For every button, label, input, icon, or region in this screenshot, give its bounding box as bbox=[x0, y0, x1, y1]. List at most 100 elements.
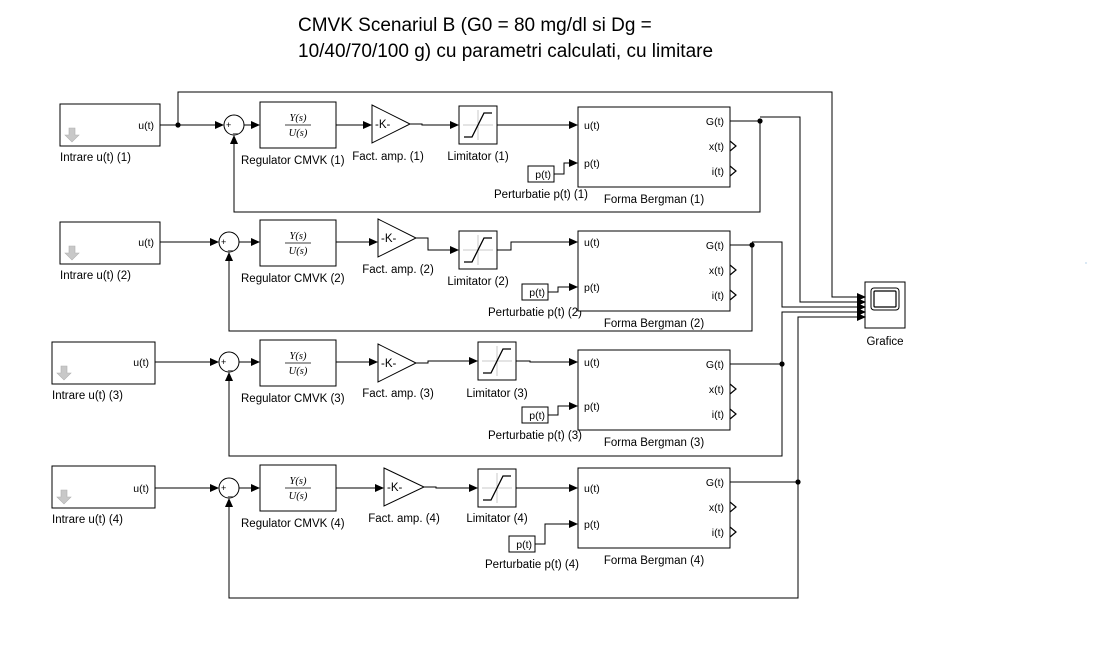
sum-block[interactable]: +_ bbox=[218, 477, 240, 499]
plant-input-p: p(t) bbox=[584, 282, 600, 294]
source-block[interactable]: u(t) bbox=[59, 221, 161, 265]
gain-label: Fact. amp. (3) bbox=[362, 388, 434, 400]
transfer-numerator: Y(s) bbox=[290, 351, 307, 362]
saturation-icon bbox=[482, 346, 512, 376]
plant-block[interactable]: u(t) p(t) G(t) x(t) i(t) bbox=[577, 349, 737, 431]
plant-output-x: x(t) bbox=[709, 384, 724, 396]
gain-value: -K- bbox=[381, 233, 397, 245]
scope-block[interactable] bbox=[864, 281, 906, 329]
disturbance-block[interactable]: p(t) bbox=[521, 283, 549, 301]
sum-block[interactable]: +_ bbox=[218, 231, 240, 253]
disturbance-label: Perturbatie p(t) (3) bbox=[488, 430, 582, 442]
sum-plus-sign: + bbox=[221, 483, 226, 493]
plant-block[interactable]: u(t)p(t)G(t)x(t)i(t) bbox=[577, 230, 737, 312]
signal-wires bbox=[155, 479, 801, 599]
scope-label: Grafice bbox=[866, 336, 903, 348]
controller-block[interactable]: Y(s) U(s) bbox=[259, 464, 337, 512]
source-label: Intrare u(t) (3) bbox=[52, 390, 123, 402]
plant-output-x: x(t) bbox=[709, 502, 724, 514]
plant-output-g: G(t) bbox=[706, 116, 724, 128]
plant-input-u: u(t) bbox=[584, 120, 600, 132]
source-block[interactable]: u(t) bbox=[51, 465, 156, 509]
transfer-numerator: Y(s) bbox=[290, 231, 307, 242]
source-block[interactable]: u(t) bbox=[59, 103, 161, 147]
disturbance-port-label: p(t) bbox=[529, 287, 545, 299]
plant-output-g: G(t) bbox=[706, 359, 724, 371]
controller-label: Regulator CMVK (3) bbox=[241, 393, 345, 405]
plant-input-p: p(t) bbox=[584, 401, 600, 413]
signal-wires bbox=[155, 357, 785, 457]
saturation-icon bbox=[463, 235, 493, 265]
disturbance-label: Perturbatie p(t) (1) bbox=[494, 189, 588, 201]
limiter-label: Limitator (2) bbox=[447, 276, 509, 288]
source-label: Intrare u(t) (4) bbox=[52, 514, 123, 526]
plant-output-g: G(t) bbox=[706, 240, 724, 252]
disturbance-port-label: p(t) bbox=[529, 410, 545, 422]
gain-block[interactable]: -K- bbox=[377, 343, 418, 383]
sum-block[interactable]: +_ bbox=[218, 351, 240, 373]
scope-wires bbox=[177, 91, 866, 480]
plant-label: Forma Bergman (1) bbox=[604, 194, 705, 206]
sum-minus-sign: _ bbox=[227, 361, 234, 371]
plant-label: Forma Bergman (2) bbox=[604, 318, 705, 330]
transfer-denominator: U(s) bbox=[289, 366, 308, 377]
limiter-block[interactable] bbox=[477, 341, 517, 381]
plant-label: Forma Bergman (3) bbox=[604, 437, 705, 449]
source-port-label: u(t) bbox=[138, 120, 154, 132]
transfer-denominator: U(s) bbox=[289, 491, 308, 502]
transfer-numerator: Y(s) bbox=[290, 113, 307, 124]
loop-row-2: u(t)Intrare u(t) (2)+_Y(s)U(s)Regulator … bbox=[59, 218, 755, 332]
gain-value: -K- bbox=[381, 358, 397, 370]
gain-block[interactable]: -K- bbox=[383, 467, 426, 507]
disturbance-label: Perturbatie p(t) (2) bbox=[488, 307, 582, 319]
diagram-title-line-2: 10/40/70/100 g) cu parametri calculati, … bbox=[298, 41, 713, 62]
disturbance-block[interactable]: p(t) bbox=[521, 406, 549, 424]
canvas-dot bbox=[1085, 262, 1087, 264]
limiter-label: Limitator (1) bbox=[447, 151, 509, 163]
gain-label: Fact. amp. (1) bbox=[352, 151, 424, 163]
disturbance-port-label: p(t) bbox=[516, 539, 532, 551]
saturation-icon bbox=[482, 473, 512, 503]
plant-output-i: i(t) bbox=[712, 527, 724, 539]
disturbance-port-label: p(t) bbox=[535, 169, 551, 181]
plant-output-g: G(t) bbox=[706, 477, 724, 489]
source-label: Intrare u(t) (1) bbox=[60, 152, 131, 164]
plant-output-x: x(t) bbox=[709, 141, 724, 153]
limiter-block[interactable] bbox=[458, 105, 498, 145]
controller-block[interactable]: Y(s) U(s) bbox=[259, 219, 337, 267]
transfer-denominator: U(s) bbox=[289, 128, 308, 139]
source-port-label: u(t) bbox=[133, 483, 149, 495]
disturbance-block[interactable]: p(t) bbox=[527, 165, 555, 183]
sum-block[interactable]: +_ bbox=[223, 114, 245, 136]
loop-row-3: u(t) Intrare u(t) (3) +_ Y(s) U(s) Regulator … bbox=[51, 339, 785, 457]
transfer-denominator: U(s) bbox=[289, 246, 308, 257]
down-arrow-icon bbox=[56, 365, 72, 381]
plant-output-x: x(t) bbox=[709, 265, 724, 277]
plant-input-p: p(t) bbox=[584, 519, 600, 531]
source-block[interactable]: u(t) bbox=[51, 341, 156, 385]
plant-label: Forma Bergman (4) bbox=[604, 555, 705, 567]
plant-output-i: i(t) bbox=[712, 409, 724, 421]
controller-block[interactable]: Y(s) U(s) bbox=[259, 101, 337, 149]
scope-icon bbox=[870, 287, 900, 311]
controller-block[interactable]: Y(s) U(s) bbox=[259, 339, 337, 387]
gain-block[interactable]: -K- bbox=[371, 104, 412, 144]
plant-input-u: u(t) bbox=[584, 483, 600, 495]
plant-input-u: u(t) bbox=[584, 357, 600, 369]
down-arrow-icon bbox=[64, 245, 80, 261]
sum-plus-sign: + bbox=[221, 357, 226, 367]
plant-block[interactable]: u(t) p(t) G(t) x(t) i(t) bbox=[577, 467, 737, 549]
disturbance-block[interactable]: p(t) bbox=[508, 535, 536, 553]
gain-label: Fact. amp. (4) bbox=[368, 513, 440, 525]
gain-block[interactable]: -K- bbox=[377, 218, 418, 258]
limiter-block[interactable] bbox=[477, 468, 517, 508]
plant-block[interactable]: u(t)p(t)G(t)x(t)i(t) bbox=[577, 106, 737, 188]
signal-wires bbox=[160, 237, 755, 332]
down-arrow-icon bbox=[56, 489, 72, 505]
limiter-block[interactable] bbox=[458, 230, 498, 270]
controller-label: Regulator CMVK (2) bbox=[241, 273, 345, 285]
transfer-numerator: Y(s) bbox=[290, 476, 307, 487]
sum-minus-sign: _ bbox=[232, 124, 239, 134]
sum-plus-sign: + bbox=[221, 237, 226, 247]
